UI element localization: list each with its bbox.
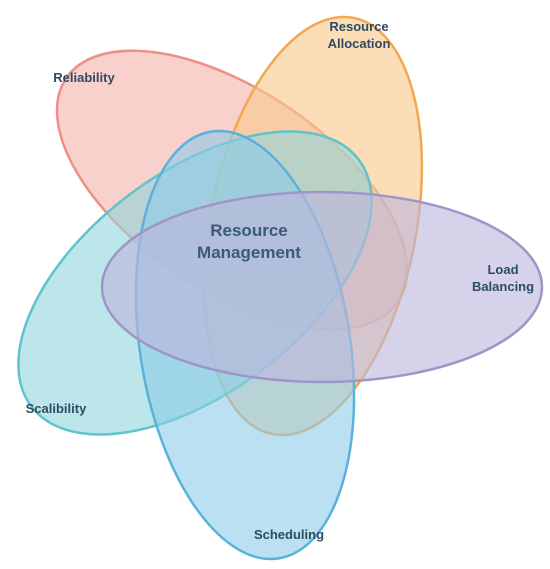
label-load-balancing-line1: Load (487, 262, 518, 277)
label-scheduling: Scheduling (254, 527, 324, 542)
label-scalibility: Scalibility (26, 401, 87, 416)
center-label-line2: Management (197, 243, 301, 262)
label-resource-allocation-line1: Resource (329, 19, 388, 34)
label-reliability: Reliability (53, 70, 115, 85)
label-resource-allocation-line2: Allocation (328, 36, 391, 51)
petal-load-balancing (100, 190, 544, 384)
label-load-balancing-line2: Balancing (472, 279, 534, 294)
center-label-line1: Resource (210, 221, 287, 240)
